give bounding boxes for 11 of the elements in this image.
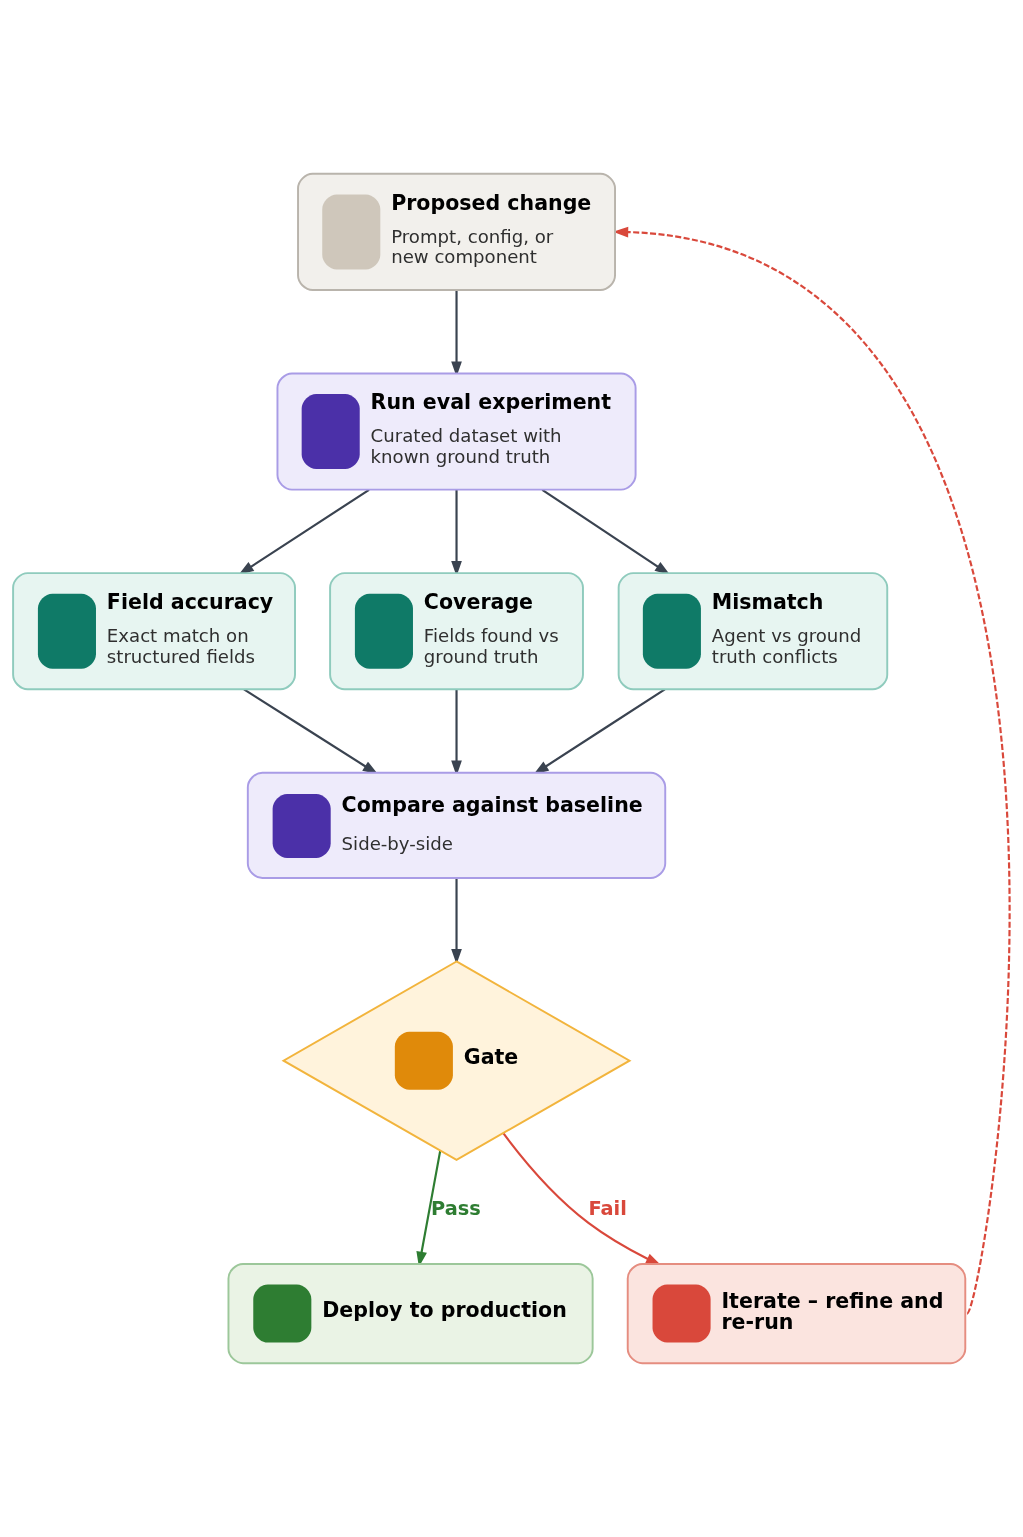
node-box: Field accuracy Exact match on structured fields [12, 572, 296, 691]
node-box: Run eval experiment Curated dataset with known ground truth [276, 372, 637, 491]
node-box: Iterate – refine and re-run [626, 1263, 967, 1365]
node-box: Coverage Fields found vs ground truth [329, 572, 584, 691]
node-diamond: Gate [281, 960, 632, 1161]
node-box: Proposed change Prompt, config, or new component [297, 172, 616, 291]
node-box: Deploy to production [227, 1263, 594, 1365]
node-box: Mismatch Agent vs ground truth conflicts [617, 572, 889, 691]
edge-label: Fail [588, 1197, 627, 1221]
node-box: Compare against baseline Side-by-side [246, 771, 667, 879]
edge-label: Pass [431, 1197, 481, 1221]
